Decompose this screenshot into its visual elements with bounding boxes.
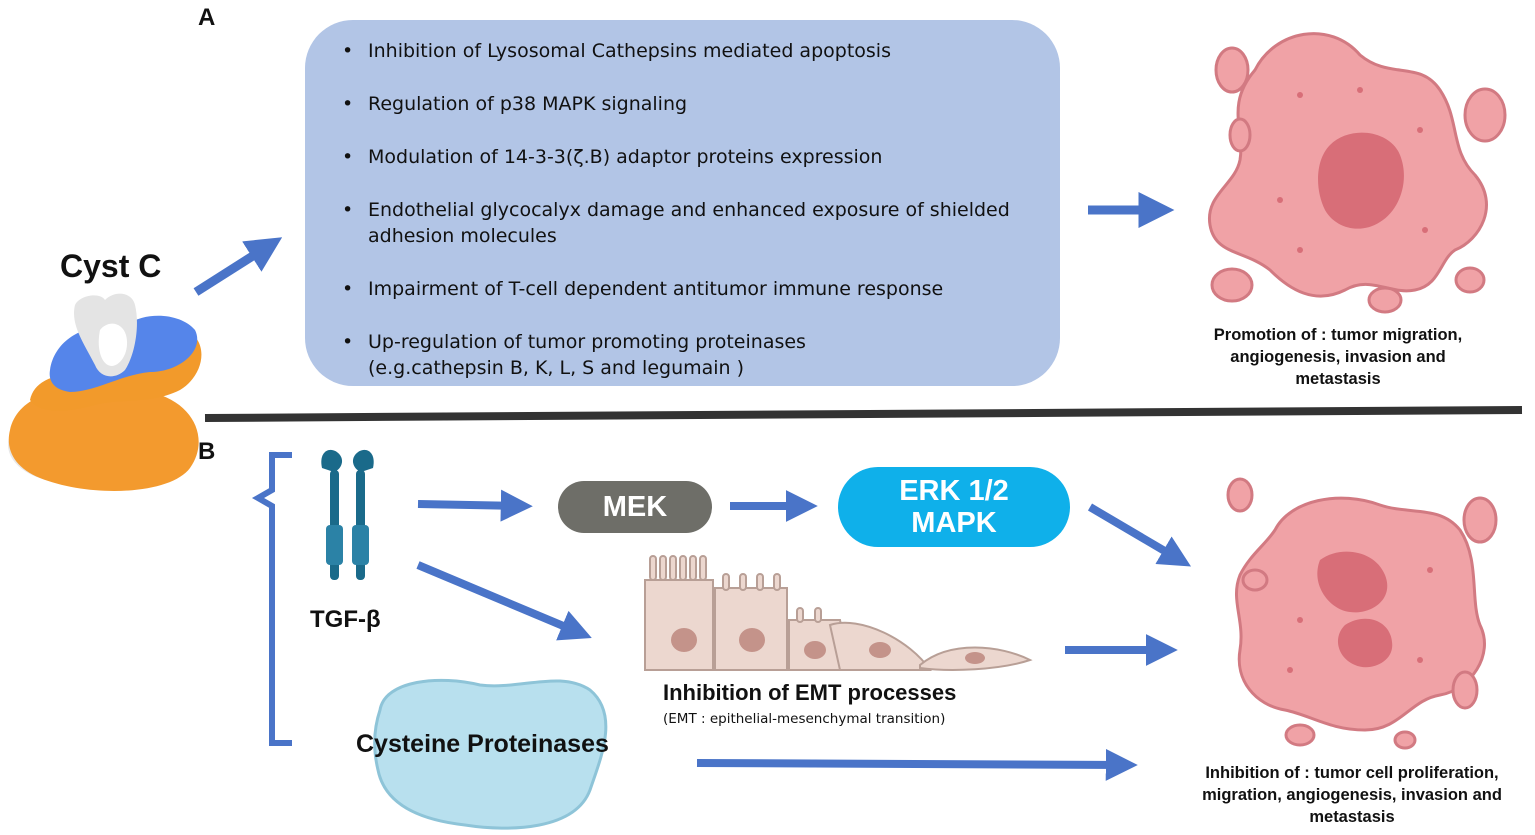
tumor-cell-b-icon: [1226, 477, 1498, 750]
cysteine-proteinases-label: Cysteine Proteinases: [356, 730, 609, 758]
emt-title: Inhibition of EMT processes: [663, 680, 957, 705]
emt-subtitle: (EMT : epithelial-mesenchymal transition…: [663, 711, 946, 727]
effect-item: Modulation of 14-3-3(ζ.B) adaptor protei…: [340, 144, 1010, 170]
effects-list: Inhibition of Lysosomal Cathepsins media…: [340, 38, 1010, 381]
effect-item: Endothelial glycocalyx damage and enhanc…: [340, 197, 1010, 249]
arrow-proteinases-to-tumor: [696, 748, 1138, 781]
arrow-tgf-to-emt: [416, 561, 592, 641]
outcome-a-caption: Promotion of : tumor migration, angiogen…: [1213, 326, 1463, 388]
panel-b-label: B: [198, 438, 216, 465]
group-bracket: [251, 452, 292, 746]
emt-cells-icon: [644, 555, 1033, 671]
panel-a-label: A: [198, 4, 216, 31]
erk-mapk-node: ERK 1/2 MAPK: [838, 467, 1070, 547]
tgf-beta-receptor-icon: [321, 449, 374, 580]
tgf-beta-label: TGF-β: [310, 606, 381, 633]
arrow-erk-to-tumor: [1087, 503, 1192, 567]
cysteine-proteinase-blob-icon: [373, 678, 608, 830]
arrow-cystc-to-effects: [193, 237, 283, 296]
mek-label: MEK: [602, 490, 668, 523]
panel-divider: [204, 406, 1523, 422]
effect-item: Regulation of p38 MAPK signaling: [340, 91, 1010, 117]
outcome-b-caption: Inhibition of : tumor cell proliferation…: [1202, 764, 1502, 826]
erk-label: ERK 1/2: [899, 475, 1009, 507]
effect-item: Inhibition of Lysosomal Cathepsins media…: [340, 38, 1010, 64]
effect-item: Impairment of T-cell dependent antitumor…: [340, 276, 1010, 302]
mek-node: MEK: [558, 481, 712, 533]
cystatin-c-label: Cyst C: [60, 248, 162, 284]
tumor-cell-a-icon: [1207, 32, 1507, 314]
effect-item: Up-regulation of tumor promoting protein…: [340, 329, 1010, 381]
mapk-label: MAPK: [911, 507, 997, 539]
cystatin-c-structure-icon: [8, 293, 202, 491]
arrow-tgf-to-mek: [417, 489, 533, 522]
